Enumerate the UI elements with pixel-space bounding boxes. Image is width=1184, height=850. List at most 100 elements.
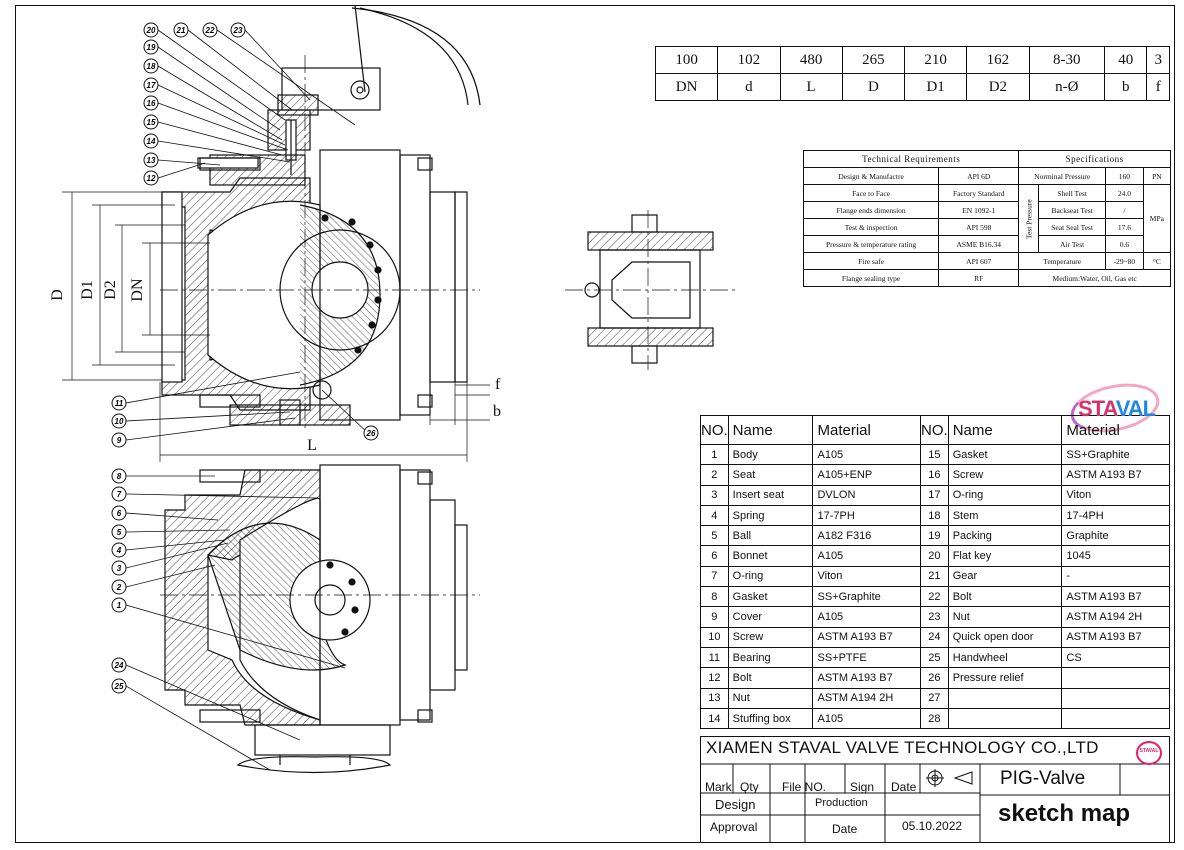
product-name: PIG-Valve: [1000, 768, 1086, 789]
tb-date-value: 05.10.2022: [902, 819, 963, 833]
bom-name: Gear: [947, 565, 1063, 588]
bom-no: 10: [700, 626, 729, 648]
bom-material: ASTM A193 B7: [1061, 586, 1170, 608]
dimension-table: 100 102 480 265 210 162 8-30 40 3 DN d L…: [654, 46, 1170, 101]
bom-no: 24: [920, 626, 949, 648]
svg-text:21: 21: [176, 26, 186, 35]
bom-name: Gasket: [727, 586, 814, 608]
bom-no: 16: [920, 464, 949, 486]
tech-value: RF: [938, 269, 1020, 287]
bom-no: 19: [920, 525, 949, 547]
bom-material: Viton: [812, 565, 922, 588]
upper-section-view: [62, 4, 490, 462]
dim-DN: DN: [129, 278, 146, 302]
bom-material: SS+Graphite: [1061, 443, 1170, 466]
bom-material: ASTM A193 B7: [812, 626, 922, 648]
spec-value: 0.6: [1105, 235, 1144, 253]
bom-name: Gasket: [947, 443, 1063, 466]
bom-material: ASTM A193 B7: [812, 667, 922, 689]
balloon-22: 22: [202, 22, 218, 38]
bom-header: NO.: [700, 415, 729, 445]
dim-value: 102: [717, 46, 781, 74]
balloon-26: 26: [363, 425, 379, 441]
tb-approval: Approval: [710, 820, 758, 834]
bom-material: A105+ENP: [812, 464, 922, 486]
tb-sign: Sign: [850, 780, 875, 794]
svg-text:1: 1: [117, 601, 122, 610]
balloon-2: 2: [111, 579, 127, 595]
bom-name: Insert seat: [727, 484, 814, 506]
tb-production: Production: [815, 797, 868, 809]
tb-qty: Qty: [740, 780, 759, 794]
balloon-11: 11: [111, 395, 127, 411]
bom-material: A105: [812, 545, 922, 567]
svg-text:5: 5: [117, 528, 122, 537]
balloon-3: 3: [111, 560, 127, 576]
bom-no: 15: [920, 443, 949, 466]
bom-name: Quick open door: [947, 626, 1063, 648]
tech-value: API 6D: [938, 167, 1020, 185]
bom-material: ASTM A193 B7: [1061, 626, 1170, 648]
balloon-9: 9: [111, 432, 127, 448]
balloon-5: 5: [111, 524, 127, 540]
bom-name: Seat: [727, 464, 814, 486]
company-name: XIAMEN STAVAL VALVE TECHNOLOGY CO.,LTD: [706, 738, 1099, 757]
bom-header: Name: [727, 415, 814, 445]
cross-section-view: [565, 210, 735, 370]
bom-name: Spring: [727, 504, 814, 527]
dim-symbol: D2: [966, 73, 1030, 101]
tech-item: Flange sealing type: [802, 269, 940, 287]
balloon-10: 10: [111, 413, 127, 429]
svg-text:9: 9: [117, 436, 122, 445]
bom-no: 21: [920, 565, 949, 588]
svg-text:7: 7: [117, 490, 122, 499]
bom-header: Material: [812, 415, 922, 445]
bom-header: Name: [947, 415, 1063, 445]
bom-material: 17-4PH: [1061, 504, 1170, 527]
dim-value: 265: [841, 46, 906, 74]
balloon-6: 6: [111, 505, 127, 521]
title-block: [700, 736, 1170, 843]
staval-logo: STAVAL: [1078, 396, 1156, 421]
dim-D1: D1: [79, 280, 96, 300]
balloon-25: 25: [111, 678, 127, 694]
svg-text:13: 13: [147, 156, 156, 165]
bom-no: 1: [700, 443, 729, 466]
spec-unit: MPa: [1142, 184, 1172, 253]
bom-material: Graphite: [1061, 525, 1170, 547]
dim-symbol: b: [1103, 73, 1148, 101]
bom-no: 25: [920, 646, 949, 669]
bom-name: Flat key: [947, 545, 1063, 567]
dim-symbol: DN: [654, 73, 719, 101]
dim-value: 480: [779, 46, 843, 74]
bom-material: ASTM A194 2H: [1061, 606, 1170, 628]
spec-label: Norminal Pressure: [1018, 167, 1107, 185]
balloon-20: 20: [143, 22, 159, 38]
bom-no: 8: [700, 586, 729, 608]
svg-text:18: 18: [147, 62, 156, 71]
spec-value: 24.0: [1105, 184, 1144, 202]
bom-no: 20: [920, 545, 949, 567]
dim-symbol: n-Ø: [1028, 73, 1105, 101]
bom-name: O-ring: [947, 484, 1063, 506]
bom-material: A105: [812, 606, 922, 628]
bom-material: [1061, 667, 1170, 689]
spec-value: -29~80: [1105, 252, 1144, 270]
svg-text:17: 17: [147, 81, 156, 90]
dim-symbol: L: [779, 73, 843, 101]
bom-name: Bolt: [727, 667, 814, 689]
tech-value: API 607: [938, 252, 1020, 270]
balloon-7: 7: [111, 486, 127, 502]
balloon-8: 8: [111, 468, 127, 484]
bom-material: Viton: [1061, 484, 1170, 506]
mini-logo: STAVAL: [1136, 741, 1162, 765]
dim-D: D: [49, 289, 66, 301]
